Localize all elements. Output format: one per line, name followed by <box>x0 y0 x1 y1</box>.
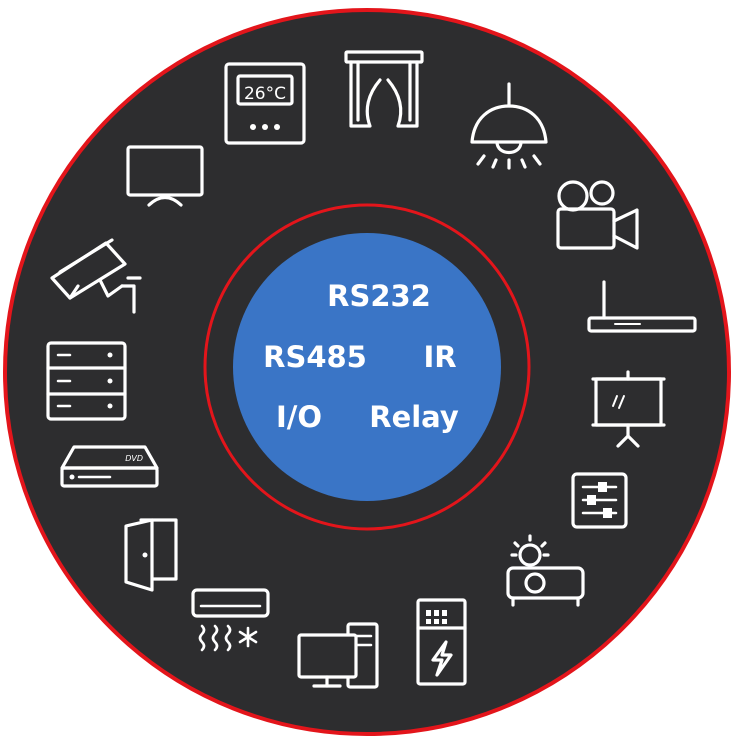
mixer-control-panel-icon <box>571 472 628 529</box>
projection-screen-icon <box>591 370 666 448</box>
video-camera-icon <box>556 180 639 250</box>
desktop-computer-icon <box>297 622 379 689</box>
router-icon <box>587 280 697 333</box>
ceiling-lamp-icon <box>470 82 548 170</box>
security-camera-icon <box>50 238 142 314</box>
projector-icon <box>506 534 585 607</box>
television-icon <box>126 145 204 207</box>
protocol-rs485: RS485 <box>263 340 367 374</box>
power-cabinet-icon <box>416 598 467 686</box>
air-conditioner-icon <box>191 588 270 652</box>
protocol-ir: IR <box>423 340 456 374</box>
server-rack-icon <box>46 341 127 421</box>
protocol-relay: Relay <box>369 400 459 434</box>
inner-ring <box>203 203 531 531</box>
protocol-hub <box>233 233 501 501</box>
dvd-player-icon: DVD <box>60 445 159 488</box>
protocol-rs232: RS232 <box>327 279 431 313</box>
protocol-io: I/O <box>276 400 322 434</box>
thermostat-icon: 26°C <box>224 62 306 145</box>
curtain-icon <box>344 50 424 128</box>
dvd-logo-label: DVD <box>125 454 143 463</box>
thermostat-display: 26°C <box>244 84 286 104</box>
door-icon <box>124 518 178 592</box>
